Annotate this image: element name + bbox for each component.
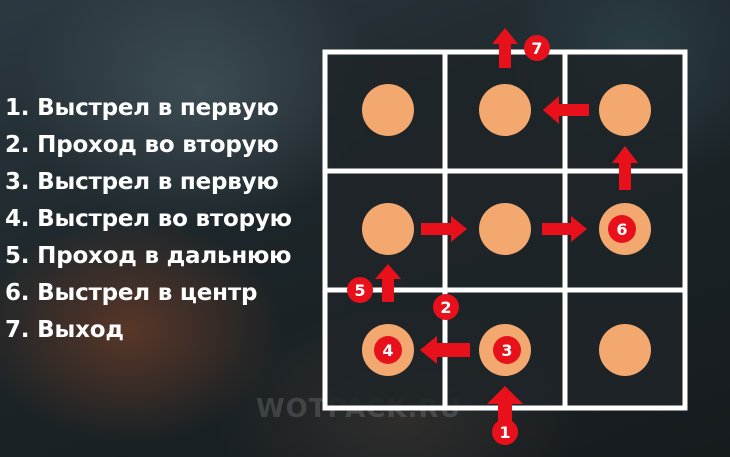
marker-badge [524, 35, 550, 61]
marker-label: 4 [382, 341, 393, 360]
step-item: 7. Выход [5, 317, 124, 343]
arrow-right-icon [421, 216, 467, 242]
marker-badge [493, 336, 521, 364]
arrow-right-icon [542, 216, 587, 242]
arrow-up-icon [492, 28, 518, 68]
arrow-up-icon [487, 386, 523, 428]
marker-badge [492, 419, 518, 445]
marker-label: 6 [616, 220, 627, 239]
marker-label: 2 [440, 298, 451, 317]
step-item: 4. Выстрел во вторую [5, 206, 292, 232]
target-circle [599, 84, 651, 136]
path-arrows [375, 28, 638, 428]
target-circle [362, 84, 414, 136]
arrow-up-icon [612, 146, 638, 190]
target-circle [362, 203, 414, 255]
step-item: 5. Проход в дальнюю [5, 243, 292, 269]
arrow-left-icon [420, 336, 470, 364]
marker-badge [374, 336, 402, 364]
marker-label: 5 [354, 281, 365, 300]
marker-label: 7 [531, 39, 542, 58]
target-circle [599, 324, 651, 376]
step-item: 6. Выстрел в центр [5, 280, 258, 306]
marker-label: 3 [501, 341, 512, 360]
step-item: 2. Проход во вторую [5, 132, 279, 158]
targets [362, 84, 651, 376]
marker-label: 1 [499, 423, 510, 442]
target-circle [479, 84, 531, 136]
step-item: 1. Выстрел в первую [5, 95, 279, 121]
arrow-up-icon [375, 264, 401, 302]
step-item: 3. Выстрел в первую [5, 169, 279, 195]
markers: 1 2 3 4 5 6 7 [347, 35, 636, 445]
target-circle [479, 203, 531, 255]
marker-badge [608, 215, 636, 243]
arrow-left-icon [543, 96, 589, 124]
marker-badge [347, 277, 373, 303]
solution-steps-list: 1. Выстрел в первую 2. Проход во вторую … [5, 90, 292, 349]
marker-badge [433, 294, 459, 320]
